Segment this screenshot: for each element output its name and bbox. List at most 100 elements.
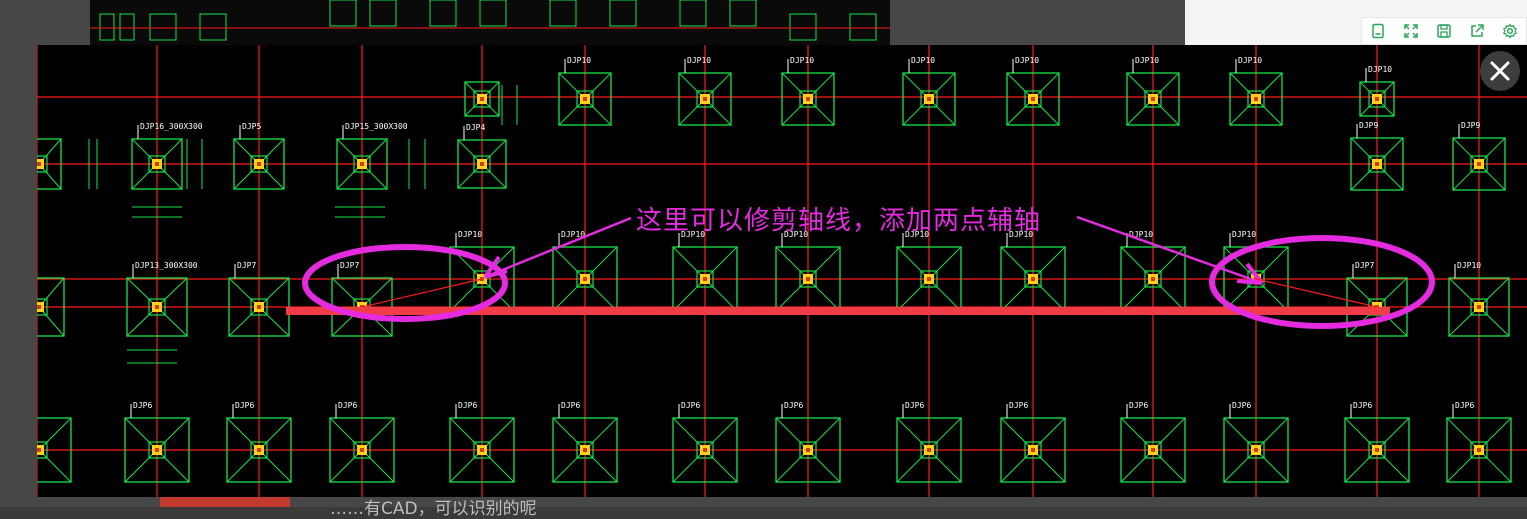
footing-label: DJP10 [1015, 56, 1039, 65]
annotation-ellipse [302, 244, 508, 322]
column-core [155, 162, 159, 166]
footing-label: DJP9 [1359, 121, 1378, 130]
annotation-arrowhead [483, 255, 508, 279]
column-core [927, 97, 931, 101]
footing-label: DJP6 [1009, 401, 1028, 410]
footing: DJP5 [233, 122, 285, 190]
footing-outline [902, 72, 956, 126]
column-core [927, 277, 931, 281]
footing-pedestal [1024, 270, 1042, 288]
footing: DJP6 [672, 401, 738, 483]
footing-label: DJP4 [466, 123, 485, 132]
footing-label: DJP10 [1457, 261, 1481, 270]
footing-pedestal [1368, 155, 1386, 173]
footing-outline [1344, 417, 1410, 483]
footing: DJP10 [672, 230, 738, 312]
column-core [37, 448, 41, 452]
footing: DJP15_300X300 [336, 122, 408, 190]
footing: DJP10 [1448, 261, 1510, 337]
footing-outline [1006, 72, 1060, 126]
column-core [360, 162, 364, 166]
column-core [480, 162, 484, 166]
footing: DJP10 [902, 56, 956, 126]
column-core [257, 162, 261, 166]
footing-pedestal [250, 155, 268, 173]
footing-label: DJP10 [784, 230, 808, 239]
footing-label: DJP7 [340, 261, 359, 270]
footing-outline [672, 417, 738, 483]
footing: DJP9 [1452, 121, 1506, 191]
footing-pedestal [1368, 90, 1386, 108]
column-core [480, 448, 484, 452]
column-core [155, 305, 159, 309]
fit-page-icon [1372, 23, 1385, 39]
footing-label: DJP10 [1238, 56, 1262, 65]
footing-pedestal [576, 441, 594, 459]
footing: DJP6 [329, 401, 395, 483]
column-core [583, 97, 587, 101]
footing-pedestal [1247, 441, 1265, 459]
footing-outline [336, 138, 388, 190]
footing-pedestal [576, 90, 594, 108]
column-core [703, 448, 707, 452]
footing-outline [896, 417, 962, 483]
footing-label: DJP10 [561, 230, 585, 239]
column-core [1031, 97, 1035, 101]
footing-pedestal [920, 270, 938, 288]
column-core [1151, 277, 1155, 281]
footing-pedestal [250, 441, 268, 459]
footing: DJP6 [552, 401, 618, 483]
fit-page-button[interactable] [1365, 19, 1391, 43]
column-core [1031, 277, 1035, 281]
footing: DJP4 [457, 123, 507, 189]
footing-label: DJP10 [905, 230, 929, 239]
footing-outline [457, 139, 507, 189]
close-button[interactable] [1480, 51, 1520, 91]
footing-label: DJP10 [1129, 230, 1153, 239]
footing: DJP6 [775, 401, 841, 483]
auxiliary-axis [361, 278, 483, 308]
footing-label: DJP15_300X300 [345, 122, 408, 131]
footing-outline [1359, 81, 1395, 117]
footing-label: DJP6 [338, 401, 357, 410]
footing-outline [1350, 137, 1404, 191]
footing: DJP6 [226, 401, 292, 483]
footing-outline [329, 417, 395, 483]
fullscreen-icon [1404, 24, 1418, 38]
footing-pedestal [473, 90, 491, 108]
footing-label: DJP6 [1455, 401, 1474, 410]
footing-label: DJP10 [1368, 65, 1392, 74]
footing-pedestal [473, 155, 491, 173]
column-core [1151, 448, 1155, 452]
settings-button[interactable] [1497, 19, 1523, 43]
footing: DJP6 [1120, 401, 1186, 483]
footing-pedestal [576, 270, 594, 288]
column-core [583, 448, 587, 452]
share-button[interactable] [1464, 19, 1490, 43]
footing-label: DJP6 [905, 401, 924, 410]
column-core [927, 448, 931, 452]
column-core [1031, 448, 1035, 452]
footing-outline [464, 81, 500, 117]
footing-pedestal [920, 90, 938, 108]
footing-label: DJP10 [458, 230, 482, 239]
column-core [1477, 162, 1481, 166]
footing-outline [1000, 417, 1066, 483]
footing-pedestal [1144, 441, 1162, 459]
footing-pedestal [473, 441, 491, 459]
fullscreen-button[interactable] [1398, 19, 1424, 43]
column-core [37, 305, 41, 309]
background-thumbnail [90, 0, 890, 46]
footing-pedestal [1470, 155, 1488, 173]
footing-outline [233, 138, 285, 190]
footing: DJP13_300X300 [126, 261, 198, 337]
save-button[interactable] [1431, 19, 1457, 43]
footing-pedestal [799, 270, 817, 288]
footing-pedestal [696, 441, 714, 459]
footing-pedestal [250, 298, 268, 316]
footing-label: DJP10 [1135, 56, 1159, 65]
footing-label: DJP6 [1232, 401, 1251, 410]
